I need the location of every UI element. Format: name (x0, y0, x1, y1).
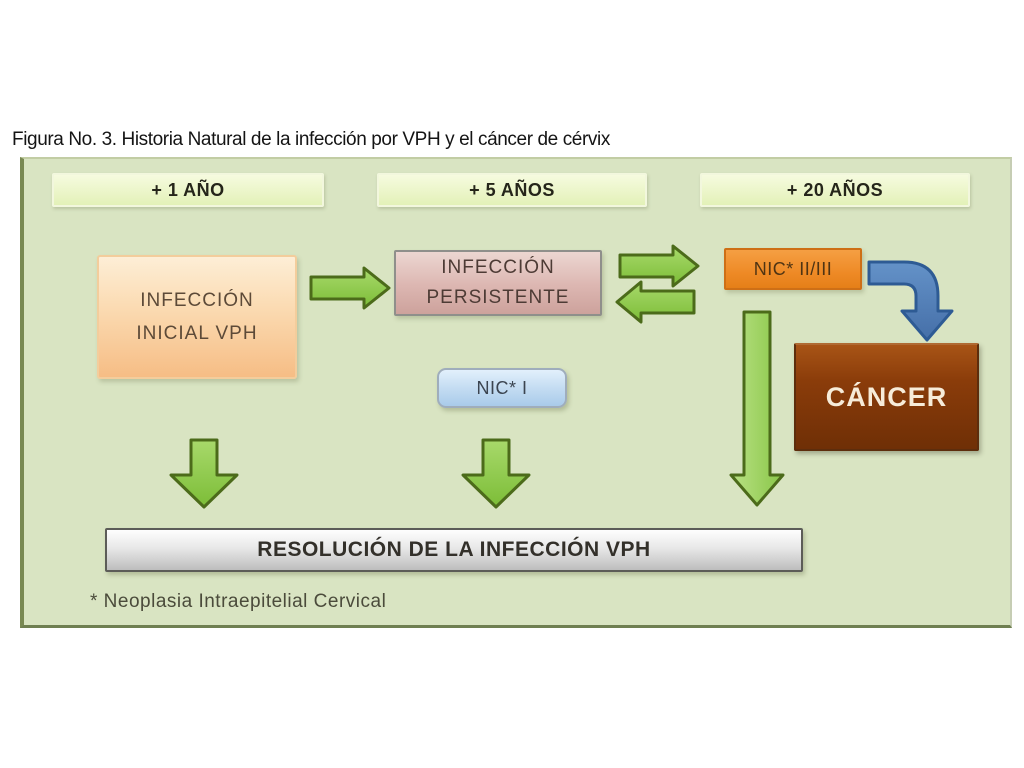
arrow-initial-to-resolution-icon (169, 438, 239, 509)
node-nic-2-3-label: NIC* II/III (753, 258, 833, 279)
timeline-label-5-years: + 5 AÑOS (469, 179, 555, 200)
footnote-nic-definition: * Neoplasia Intraepitelial Cervical (90, 591, 387, 612)
timeline-box-5-years: + 5 AÑOS (377, 173, 647, 207)
diagram-canvas: + 1 AÑO + 5 AÑOS + 20 AÑOS (20, 157, 1012, 628)
arrow-nic23-to-persistent-icon (615, 280, 696, 324)
node-nic-1: NIC* I (437, 368, 567, 408)
node-persistent-infection: INFECCIÓN PERSISTENTE (394, 250, 602, 316)
timeline-box-20-years: + 20 AÑOS (700, 173, 970, 207)
node-persistent-infection-line1: INFECCIÓN (441, 257, 555, 278)
node-nic-1-label: NIC* I (476, 377, 528, 398)
timeline-label-20-years: + 20 AÑOS (786, 179, 884, 200)
arrow-persistent-to-nic23-icon (618, 244, 700, 288)
node-cancer-label: CÁNCER (825, 381, 948, 412)
figure-title: Figura No. 3. Historia Natural de la inf… (12, 129, 610, 150)
node-initial-infection-line2: INICIAL VPH (136, 323, 258, 344)
arrow-nic23-to-cancer-icon (867, 260, 954, 342)
node-nic-2-3: NIC* II/III (724, 248, 862, 290)
timeline-box-1-year: + 1 AÑO (52, 173, 324, 207)
node-resolution-label: RESOLUCIÓN DE LA INFECCIÓN VPH (257, 538, 651, 561)
arrow-initial-to-persistent-icon (309, 266, 391, 310)
arrow-nic23-to-resolution-icon (729, 310, 785, 507)
timeline-label-1-year: + 1 AÑO (151, 179, 225, 200)
arrow-nic1-to-resolution-icon (461, 438, 531, 509)
node-persistent-infection-line2: PERSISTENTE (426, 287, 570, 308)
node-resolution-bar: RESOLUCIÓN DE LA INFECCIÓN VPH (105, 528, 803, 572)
node-initial-infection-line1: INFECCIÓN (140, 290, 254, 311)
node-cancer: CÁNCER (794, 343, 979, 451)
node-initial-infection: INFECCIÓN INICIAL VPH (97, 255, 297, 379)
